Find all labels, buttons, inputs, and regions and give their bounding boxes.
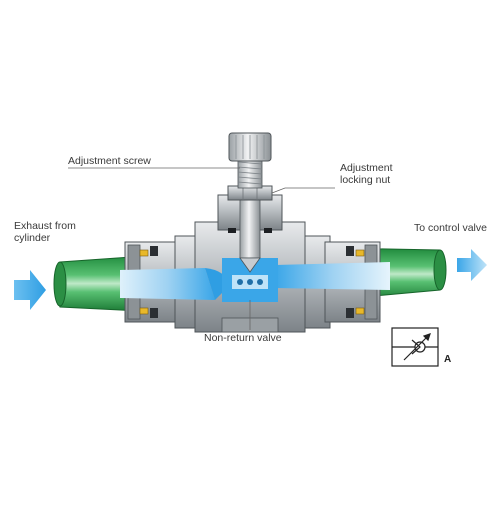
label-symbol-port: A — [444, 354, 452, 365]
valve-needle — [228, 199, 272, 273]
label-exhaust-line2: cylinder — [14, 232, 51, 244]
label-adjustment-locking-nut-line1: Adjustment — [340, 162, 393, 174]
flow-left — [120, 268, 230, 300]
flow-right — [275, 262, 390, 290]
label-to-control-valve: To control valve — [414, 222, 487, 234]
label-adjustment-screw: Adjustment screw — [68, 155, 151, 167]
inlet-arrow — [14, 270, 46, 310]
flow-control-symbol — [391, 327, 439, 367]
label-adjustment-locking-nut-line2: locking nut — [340, 174, 391, 186]
adjustment-screw — [228, 132, 272, 189]
label-non-return-valve: Non-return valve — [204, 332, 282, 344]
label-exhaust-line1: Exhaust from — [14, 220, 76, 232]
leader-lines — [68, 167, 335, 330]
outlet-arrow — [457, 249, 487, 281]
